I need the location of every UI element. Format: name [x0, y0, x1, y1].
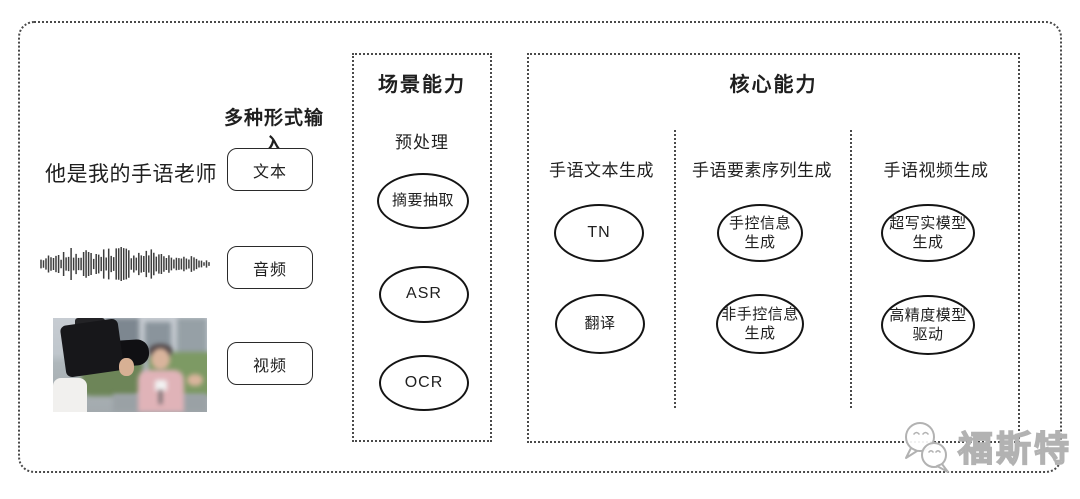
input-type-video-box: 视频	[227, 342, 313, 385]
outer-dashed-border	[18, 21, 1062, 473]
node-manual-info-generation: 手控信息 生成	[717, 204, 803, 262]
audio-waveform-icon	[40, 247, 210, 281]
photo-cameraman-shirt	[53, 378, 87, 412]
core-panel-title: 核心能力	[729, 74, 818, 96]
node-non-manual-info-generation: 非手控信息 生成	[716, 294, 804, 354]
watermark-text: 福斯特	[957, 429, 1073, 469]
column-divider	[850, 130, 852, 408]
node-asr: ASR	[379, 266, 469, 323]
input-type-text-box: 文本	[227, 148, 313, 191]
input-type-audio-label: 音频	[252, 261, 287, 279]
sample-sentence-text: 他是我的手语老师	[45, 163, 217, 186]
input-type-audio-box: 音频	[227, 246, 313, 289]
node-label: 翻译	[584, 315, 616, 333]
node-label: 超写实模型 生成	[889, 214, 967, 251]
node-label: OCR	[404, 373, 444, 391]
photo-camera-body	[59, 318, 125, 378]
photo-microphone-flag	[155, 380, 167, 391]
photo-reporter-hand	[187, 374, 203, 386]
node-label: 手控信息 生成	[728, 214, 791, 251]
photo-microphone	[159, 390, 162, 404]
node-high-precision-model-driving: 高精度模型 驱动	[881, 295, 975, 355]
node-label: 非手控信息 生成	[721, 305, 799, 342]
column-header-sl-text-generation: 手语文本生成	[549, 161, 654, 180]
input-type-video-label: 视频	[252, 357, 287, 375]
chat-bubbles-icon	[905, 422, 949, 473]
node-label: ASR	[406, 285, 442, 303]
scene-panel-title: 场景能力	[378, 74, 466, 96]
node-tn: TN	[554, 204, 644, 262]
input-type-text-label: 文本	[252, 163, 287, 181]
column-divider	[674, 130, 676, 408]
photo-reporter-head	[151, 348, 170, 370]
photo-cameraman-hand	[119, 358, 134, 376]
node-label: TN	[587, 223, 611, 241]
node-ocr: OCR	[379, 355, 469, 411]
node-hyperrealistic-model-generation: 超写实模型 生成	[881, 204, 975, 262]
node-translation: 翻译	[555, 294, 645, 354]
video-thumbnail-image	[53, 318, 207, 412]
node-label: 高精度模型 驱动	[889, 306, 967, 343]
watermark: 福斯特	[900, 418, 1072, 474]
scene-capability-panel: 场景能力 预处理 摘要抽取 ASR OCR	[352, 53, 492, 442]
column-header-sl-video-generation: 手语视频生成	[883, 161, 989, 180]
node-summary-extraction: 摘要抽取	[377, 173, 469, 229]
node-label: 摘要抽取	[391, 192, 454, 210]
preprocessing-label: 预处理	[395, 133, 449, 152]
column-header-sl-element-sequence-generation: 手语要素序列生成	[692, 161, 832, 180]
core-capability-panel: 核心能力 手语文本生成 手语要素序列生成 手语视频生成 TN 手控信息 生成 超…	[527, 53, 1020, 443]
